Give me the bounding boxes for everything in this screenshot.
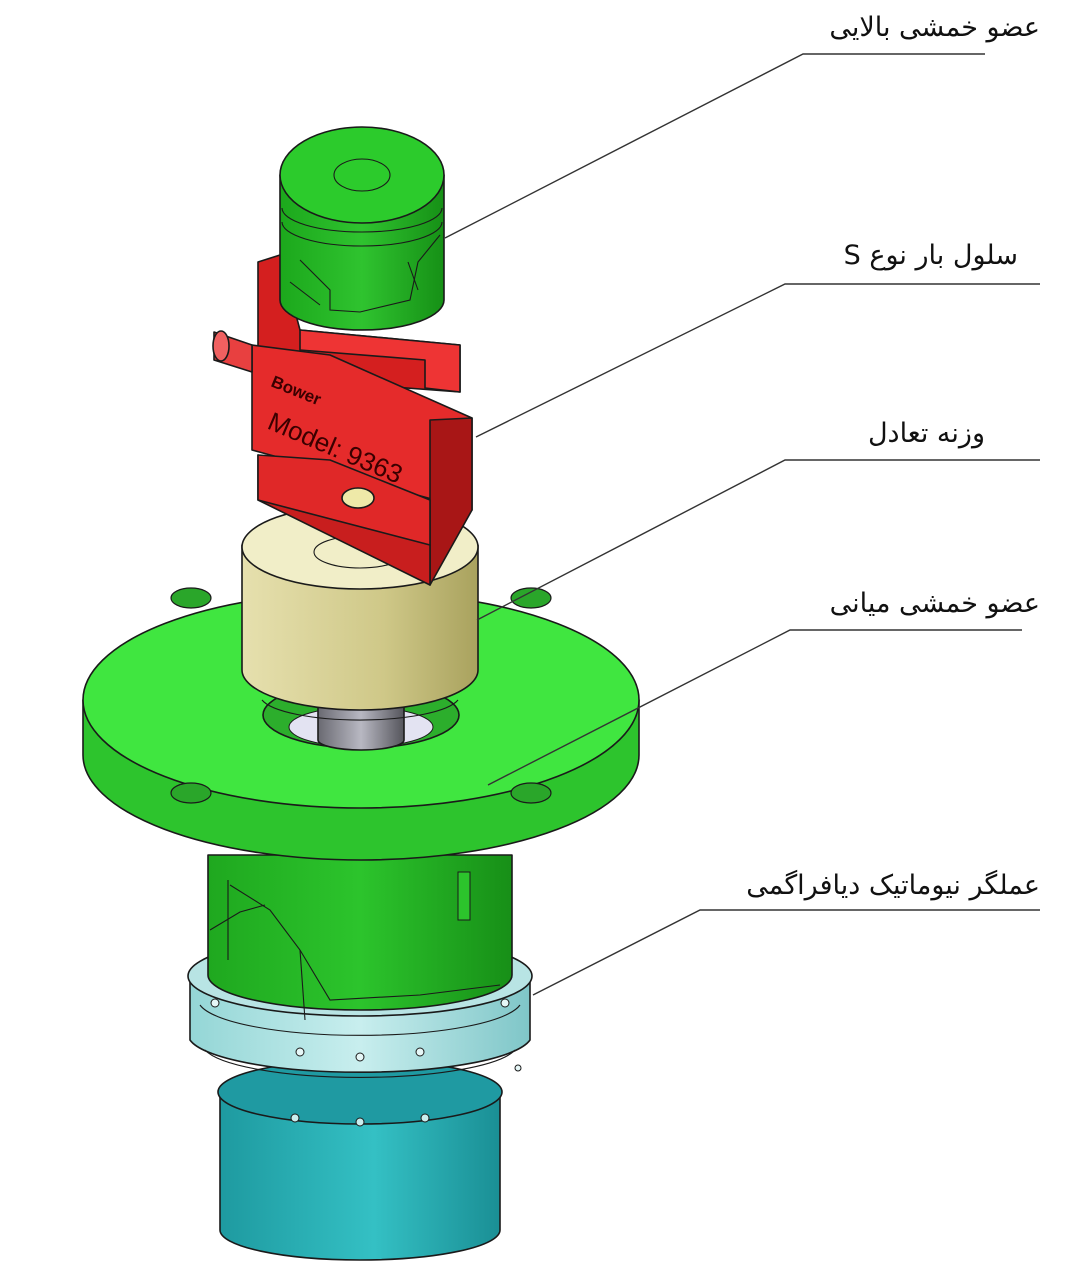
upper-bending-member [279, 126, 445, 331]
leader-middle-member [487, 629, 1022, 786]
label-middle-bending-member: عضو خمشی میانی [829, 588, 1040, 619]
label-s-type-load-cell: سلول بار نوع S [843, 240, 1018, 271]
leader-upper-member [444, 53, 985, 239]
leader-actuator [532, 909, 1040, 996]
actuator-housing [207, 854, 513, 1021]
leader-counterweight [476, 459, 1040, 621]
label-diaphragm-pneumatic-actuator: عملگر نیوماتیک دیافراگمی [746, 870, 1040, 901]
actuator-body-bolts [290, 1113, 430, 1127]
label-counterweight: وزنه تعادل [867, 418, 985, 449]
actuator-ring-bolts [210, 998, 522, 1072]
label-upper-bending-member: عضو خمشی بالایی [829, 12, 1040, 43]
actuator-body [217, 1059, 503, 1261]
leader-load-cell [475, 283, 1040, 438]
leader-lines [444, 53, 1040, 996]
s-type-load-cell: Bower Model: 9363 [212, 254, 473, 586]
flange-bolt-holes [170, 587, 552, 804]
